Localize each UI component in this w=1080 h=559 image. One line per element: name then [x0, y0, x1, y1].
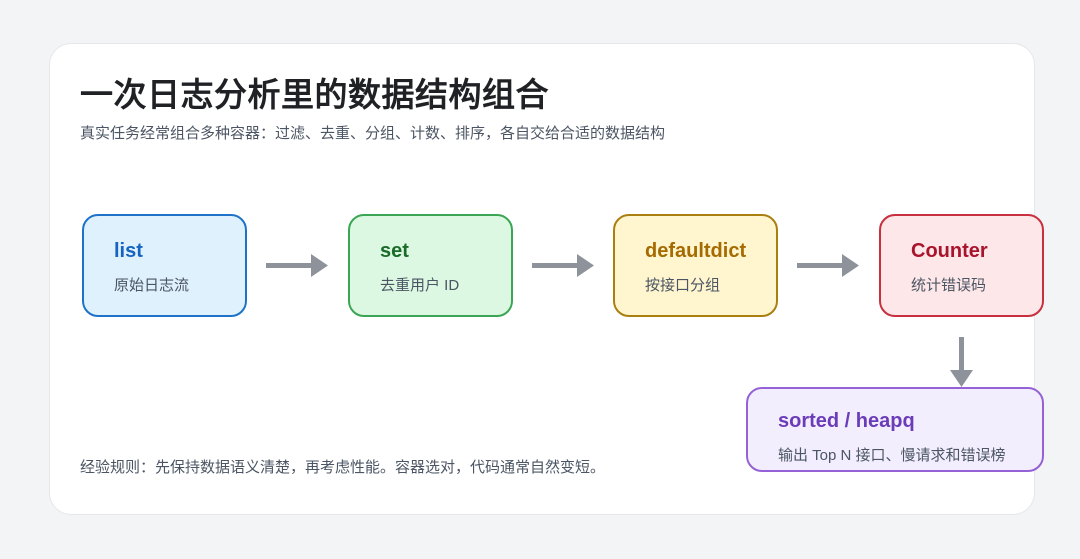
page-title: 一次日志分析里的数据结构组合 — [80, 76, 549, 113]
node-counter: Counter 统计错误码 — [879, 214, 1044, 317]
node-defaultdict-label: defaultdict — [645, 240, 747, 262]
node-sorted-heapq-desc: 输出 Top N 接口、慢请求和错误榜 — [778, 447, 1006, 464]
node-sorted-heapq-label: sorted / heapq — [778, 410, 915, 432]
arrow-defaultdict-to-counter — [797, 254, 859, 277]
node-counter-label: Counter — [911, 240, 988, 262]
node-defaultdict: defaultdict 按接口分组 — [613, 214, 778, 317]
node-counter-desc: 统计错误码 — [911, 277, 987, 294]
arrow-list-to-set — [266, 254, 328, 277]
arrow-set-to-defaultdict — [532, 254, 594, 277]
node-set-label: set — [380, 240, 409, 262]
page-subtitle: 真实任务经常组合多种容器：过滤、去重、分组、计数、排序，各自交给合适的数据结构 — [80, 125, 666, 142]
node-list: list 原始日志流 — [82, 214, 247, 317]
node-sorted-heapq: sorted / heapq 输出 Top N 接口、慢请求和错误榜 — [746, 387, 1044, 472]
node-list-label: list — [114, 240, 143, 262]
arrow-counter-to-sorted — [950, 337, 973, 387]
footer-note: 经验规则：先保持数据语义清楚，再考虑性能。容器选对，代码通常自然变短。 — [80, 459, 606, 476]
node-defaultdict-desc: 按接口分组 — [645, 277, 721, 294]
node-set: set 去重用户 ID — [348, 214, 513, 317]
node-set-desc: 去重用户 ID — [380, 277, 460, 294]
node-list-desc: 原始日志流 — [114, 277, 190, 294]
